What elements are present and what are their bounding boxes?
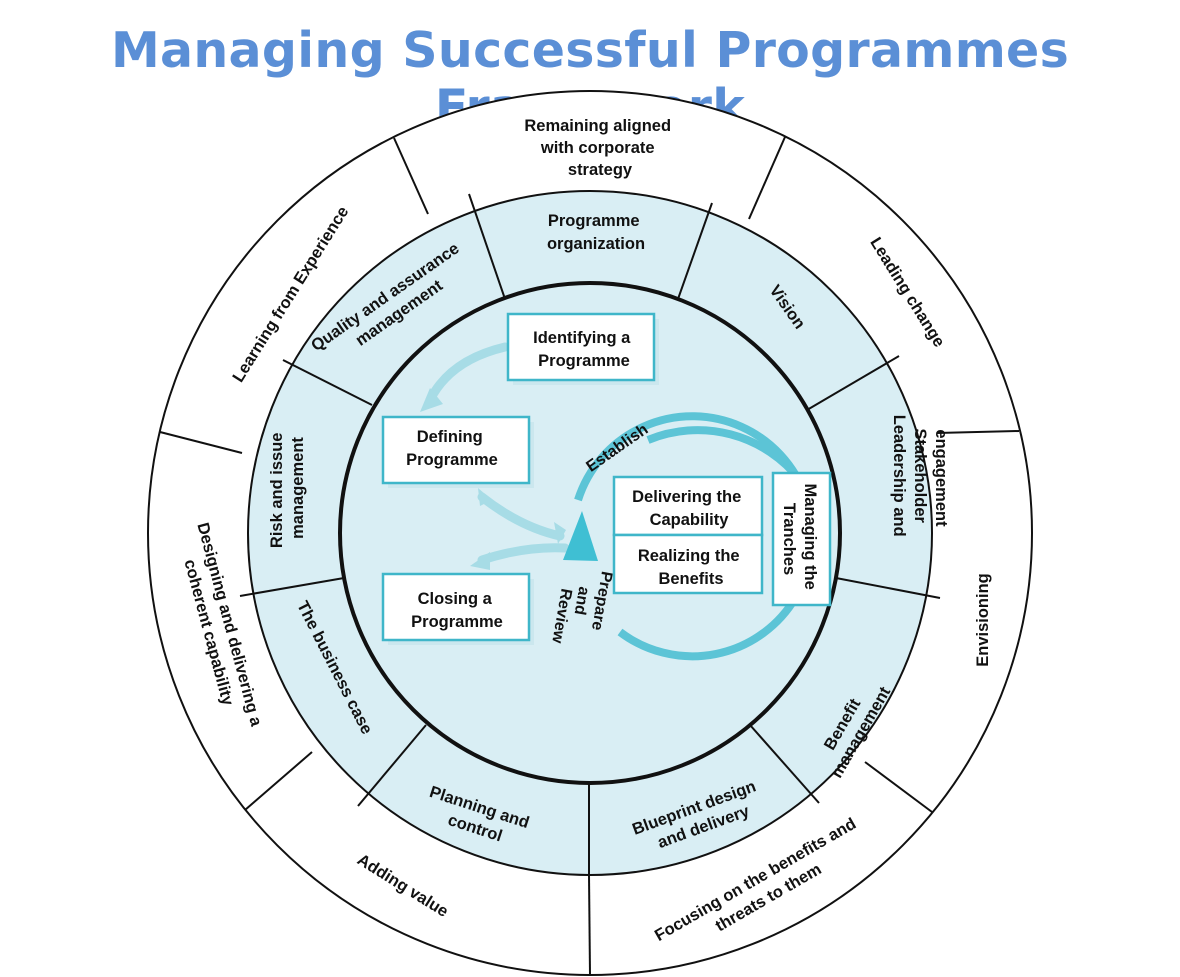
flow-arrowheads: [420, 388, 566, 570]
svg-text:Realizing the Benefits: Realizing the Benefits: [638, 547, 744, 588]
theme-dividers: [239, 193, 941, 875]
theme-leadership: Leadership and Stakeholder engagement: [890, 415, 950, 542]
outer-dividers: [159, 136, 1020, 976]
box-identifying: Identifying a Programme: [506, 312, 659, 385]
svg-text:Closing a Programme: Closing a Programme: [411, 590, 503, 631]
arrow-define-to-center: [477, 492, 565, 541]
theme-organization: Programme organization: [547, 212, 645, 253]
box-realizing: Realizing the Benefits: [612, 533, 764, 595]
label-and: and: [571, 585, 593, 616]
arrow-identify-to-define: [425, 342, 510, 405]
tranche-cycle-top: [646, 426, 804, 483]
box-delivering: Delivering the Capability: [612, 475, 764, 537]
box-closing: Closing a Programme: [381, 572, 534, 645]
arrow-center-to-close: [477, 543, 570, 565]
flow-arrows: [425, 342, 570, 565]
svg-text:Defining Programme: Defining Programme: [406, 428, 498, 469]
box-managing: Managing the Tranches: [771, 471, 832, 607]
svg-text:Delivering the Capabilit: Delivering the Capability: [632, 488, 746, 529]
cycle-triangle: [563, 511, 598, 561]
svg-text:Managing the Tranches: Managing the Tranches: [780, 484, 819, 595]
principle-envisioning: Envisioning: [974, 573, 992, 667]
principle-aligned: Remaining aligned with corporate strateg…: [524, 117, 675, 179]
box-defining: Defining Programme: [381, 415, 534, 488]
svg-text:Identifying a Programme: Identifying a Programme: [533, 329, 635, 370]
theme-risk: Risk and issue management: [268, 428, 307, 548]
